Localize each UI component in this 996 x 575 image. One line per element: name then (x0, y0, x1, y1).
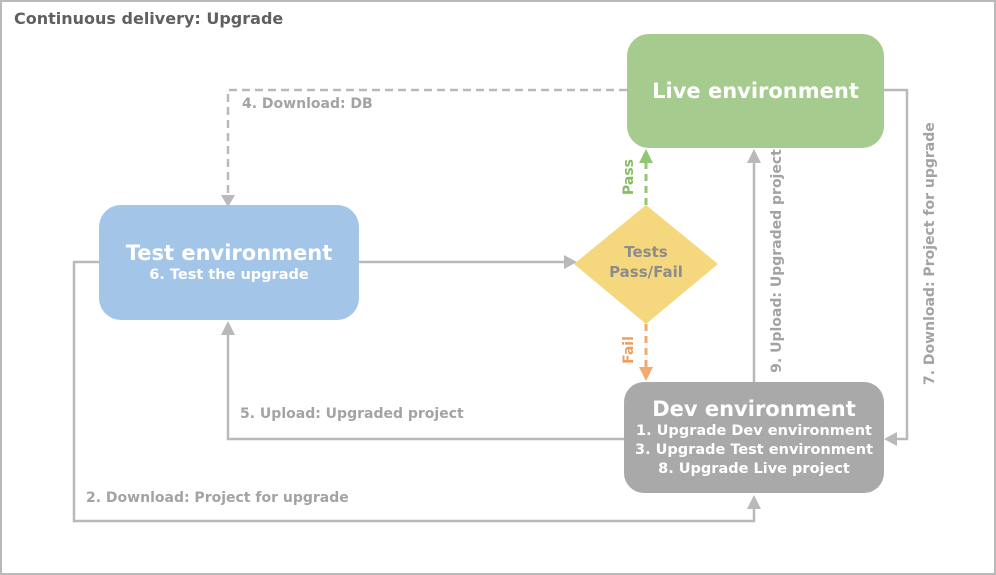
arrowhead-right-icon (564, 255, 577, 269)
edge-download-db (221, 88, 627, 207)
edge-fail (639, 324, 653, 381)
edge-label-download-from-live: 7. Download: Project for upgrade (922, 122, 938, 385)
test-environment-box: Test environment 6. Test the upgrade (99, 205, 359, 320)
edge-label-pass: Pass (621, 159, 637, 195)
test-environment-title: Test environment (125, 241, 333, 265)
edge-label-download-for-upgrade: 2. Download: Project for upgrade (86, 490, 349, 506)
edge-label-upload-to-live: 9. Upload: Upgraded project (769, 149, 785, 373)
edge-pass (639, 149, 653, 205)
edge-upload-to-live (747, 149, 761, 382)
arrowhead-left-icon (884, 432, 897, 446)
dev-environment-step: 1. Upgrade Dev environment (636, 423, 872, 439)
edge-upload-to-test (221, 321, 624, 441)
arrowhead-up-icon (639, 149, 653, 163)
edge-label-upload-to-test: 5. Upload: Upgraded project (240, 406, 464, 422)
live-environment-box: Live environment (627, 34, 884, 148)
edge-download-from-live (884, 88, 909, 446)
dev-environment-step: 3. Upgrade Test environment (635, 442, 873, 458)
arrowhead-up-icon (747, 149, 761, 163)
arrowhead-up-icon (221, 321, 235, 335)
edge-label-fail: Fail (621, 336, 637, 364)
arrowhead-up-icon (747, 495, 761, 509)
dev-environment-box: Dev environment 1. Upgrade Dev environme… (624, 382, 884, 493)
page-title: Continuous delivery: Upgrade (14, 9, 284, 28)
arrowhead-down-icon (639, 367, 653, 381)
decision-label: Tests Pass/Fail (609, 243, 683, 281)
dev-environment-title: Dev environment (652, 397, 856, 421)
edge-test-to-decision (359, 255, 577, 269)
edge-label-download-db: 4. Download: DB (242, 96, 373, 112)
dev-environment-step: 8. Upgrade Live project (658, 461, 850, 477)
edge-download-for-upgrade (72, 260, 761, 523)
test-environment-step: 6. Test the upgrade (149, 267, 309, 283)
live-environment-title: Live environment (652, 79, 859, 103)
decision-diamond (574, 205, 718, 324)
arrowhead-down-icon (221, 195, 235, 207)
